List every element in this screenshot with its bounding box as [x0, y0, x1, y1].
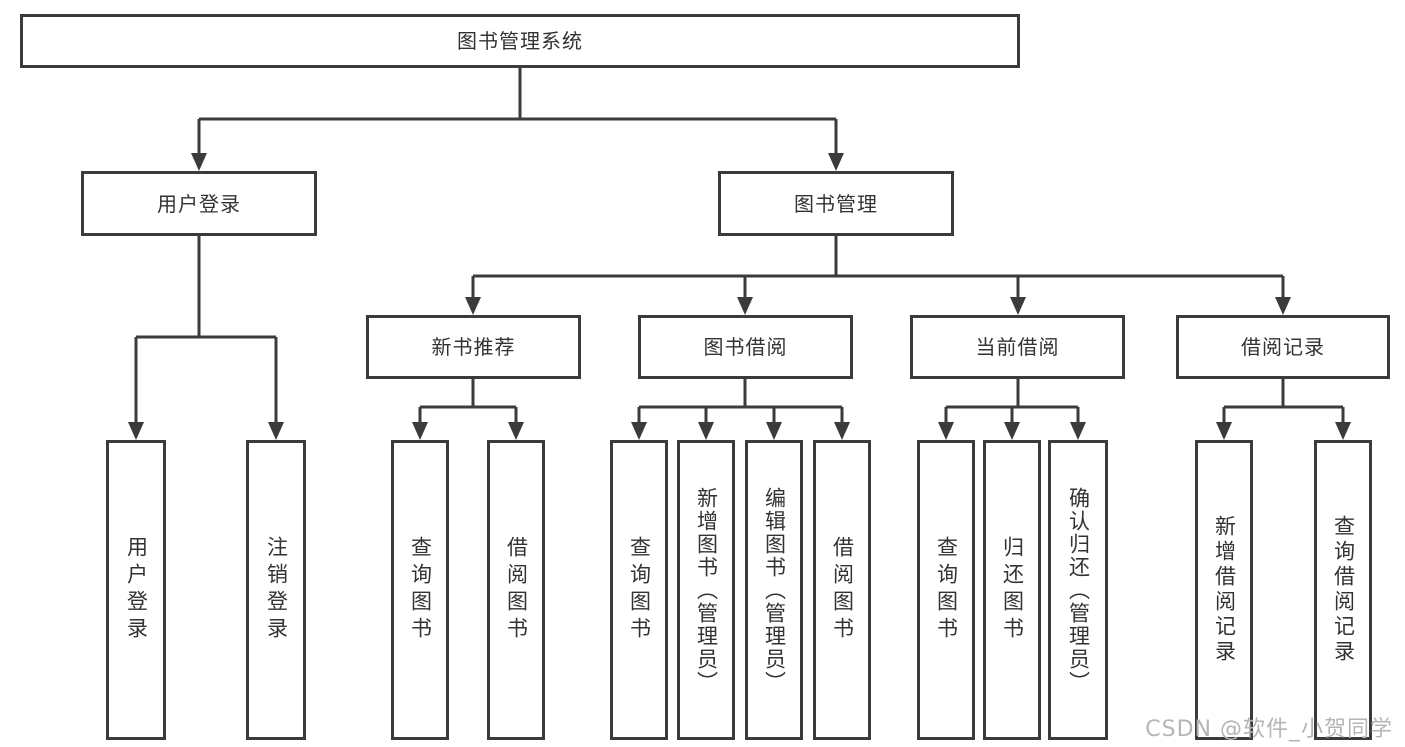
leaf-logout-box: 注销登录	[246, 440, 306, 740]
book-management-box: 图书管理	[718, 171, 954, 236]
down-arrow-icon	[766, 422, 782, 440]
leaf-query-book-box-2: 查询图书	[610, 440, 668, 740]
leaf-borrow-book-box-2: 借阅图书	[813, 440, 871, 740]
down-arrow-icon	[1216, 422, 1232, 440]
down-arrow-icon	[191, 153, 207, 171]
down-arrow-icon	[698, 422, 714, 440]
leaf-borrow-book-box-1: 借阅图书	[487, 440, 545, 740]
system-root-box: 图书管理系统	[20, 14, 1020, 68]
down-arrow-icon	[1010, 297, 1026, 315]
leaf-query-book-box-3: 查询图书	[917, 440, 975, 740]
leaf-return-book-box: 归还图书	[983, 440, 1041, 740]
down-arrow-icon	[737, 297, 753, 315]
current-borrow-box: 当前借阅	[910, 315, 1125, 379]
leaf-query-borrow-record-box: 查询借阅记录	[1314, 440, 1372, 740]
down-arrow-icon	[128, 422, 144, 440]
down-arrow-icon	[412, 422, 428, 440]
leaf-user-login-box: 用户登录	[106, 440, 166, 740]
leaf-query-book-box-1: 查询图书	[391, 440, 449, 740]
down-arrow-icon	[508, 422, 524, 440]
leaf-add-borrow-record-box: 新增借阅记录	[1195, 440, 1253, 740]
down-arrow-icon	[1275, 297, 1291, 315]
down-arrow-icon	[268, 422, 284, 440]
borrow-record-box: 借阅记录	[1176, 315, 1390, 379]
down-arrow-icon	[465, 297, 481, 315]
down-arrow-icon	[1070, 422, 1086, 440]
down-arrow-icon	[834, 422, 850, 440]
user-login-box: 用户登录	[81, 171, 317, 236]
connector-segments	[134, 68, 1345, 426]
leaf-confirm-return-admin-box: 确认归还（管理员）	[1048, 440, 1108, 740]
down-arrow-icon	[1004, 422, 1020, 440]
leaf-edit-book-admin-box: 编辑图书（管理员）	[745, 440, 803, 740]
csdn-watermark: CSDN @软件_小贺同学	[1145, 717, 1393, 742]
down-arrow-icon	[938, 422, 954, 440]
new-book-recommend-box: 新书推荐	[366, 315, 581, 379]
arrowhead-markers	[128, 153, 1351, 440]
down-arrow-icon	[631, 422, 647, 440]
down-arrow-icon	[1335, 422, 1351, 440]
down-arrow-icon	[828, 153, 844, 171]
leaf-add-book-admin-box: 新增图书（管理员）	[677, 440, 735, 740]
book-borrow-box: 图书借阅	[638, 315, 853, 379]
